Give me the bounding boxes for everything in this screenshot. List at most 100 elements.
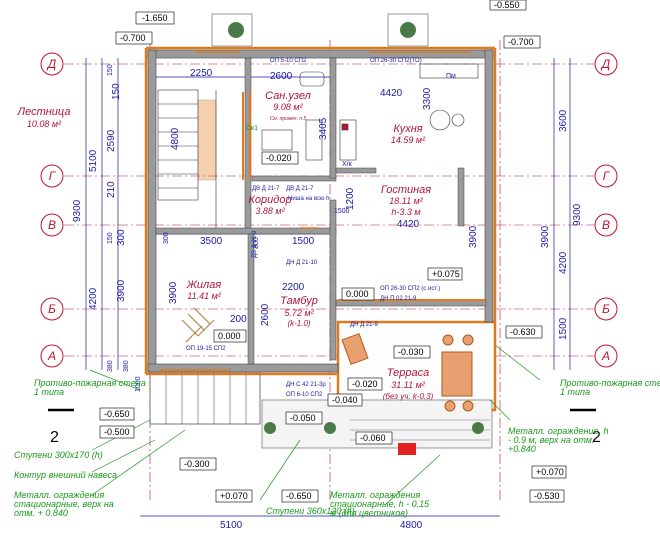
- entry-steps: [149, 371, 261, 425]
- terrace-area: 31.11 м²: [391, 380, 426, 390]
- living-dim: 4420: [397, 219, 420, 230]
- axis-labels: Д Г В Б А Д Г В Б А: [46, 57, 611, 363]
- svg-text:ДН С 42 21-3р: ДН С 42 21-3р: [286, 382, 326, 388]
- svg-text:Х/к: Х/к: [342, 161, 353, 168]
- level-18: +0.070: [220, 491, 248, 501]
- interior-walls: [155, 57, 487, 365]
- level-9: -0.030: [398, 347, 424, 357]
- level-3: -0.700: [508, 37, 534, 47]
- dimension-texts: 2250 2600 4420 3300 3405 4800 1200 3500 …: [72, 68, 583, 531]
- vestibule-area: 5.72 м²: [284, 308, 314, 318]
- svg-text:380: 380: [123, 360, 130, 372]
- level-13: -0.650: [104, 409, 130, 419]
- exterior-walls: [147, 49, 494, 373]
- wc-name: Сан.узел: [265, 90, 311, 102]
- dim-inner-14: 150: [111, 83, 122, 100]
- svg-text:ДВ Д 21-7: ДВ Д 21-7: [252, 186, 280, 192]
- svg-text:Ниша на всю h: Ниша на всю h: [288, 196, 329, 202]
- dim-inner-12: 2600: [260, 303, 271, 326]
- level-16: -0.300: [184, 459, 210, 469]
- svg-text:1500: 1500: [334, 208, 350, 215]
- dim-inner-3: 3405: [318, 117, 329, 140]
- planter-top-right: [387, 13, 429, 47]
- wc-area: 9.08 м²: [273, 102, 303, 112]
- axis-v-left: В: [48, 218, 56, 232]
- level-17: -0.060: [360, 433, 386, 443]
- level-6: 0.000: [218, 331, 241, 341]
- section-label-right: 2: [592, 429, 601, 446]
- kitchen-fixtures: [339, 63, 479, 161]
- dim-bottom-2: 4800: [400, 520, 423, 531]
- vestibule-note: (k-1.0): [287, 319, 310, 328]
- planter-top-left: [211, 13, 253, 47]
- svg-text:Ступени 360х120 (h): Ступени 360х120 (h): [266, 506, 355, 516]
- dim-inner-6: 3500: [200, 236, 223, 247]
- kitchen-name: Кухня: [393, 123, 422, 135]
- svg-text:ОП 26-30 СП2(ТО): ОП 26-30 СП2(ТО): [370, 58, 422, 64]
- level-7: +0.075: [432, 269, 460, 279]
- svg-text:ДВ Д 21-7: ДВ Д 21-7: [286, 186, 314, 192]
- dim-left-inner-4: 300: [116, 229, 127, 246]
- svg-text:150: 150: [107, 232, 114, 244]
- svg-text:Ступени 300х170 (h): Ступени 300х170 (h): [14, 450, 103, 460]
- dim-right-4: 1500: [558, 317, 569, 340]
- level-12: -0.040: [332, 395, 358, 405]
- axis-a-left: А: [47, 349, 56, 363]
- level-21: -0.530: [534, 491, 560, 501]
- dim-top-1: 2250: [190, 68, 213, 79]
- axis-g-left: Г: [49, 169, 57, 183]
- dim-top-2: 2600: [270, 71, 293, 82]
- svg-text:ОП 6-10 СП2: ОП 6-10 СП2: [286, 392, 323, 398]
- level-10: 0.000: [346, 289, 369, 299]
- corridor-area: 3.88 м²: [255, 206, 285, 216]
- parquet-pattern: [181, 307, 215, 343]
- living-name: Гостиная: [381, 184, 431, 196]
- staircase: [157, 89, 217, 228]
- wc-fixtures: [261, 71, 325, 161]
- svg-text:300: 300: [163, 232, 170, 244]
- dim-left-inner-2: 210: [106, 181, 117, 198]
- dim-inner-2: 3300: [422, 87, 433, 110]
- axis-b-right: Б: [602, 302, 610, 316]
- svg-text:ДВ Д 21-9: ДВ Д 21-9: [252, 230, 258, 258]
- wc-note: См. примеч. п.5: [270, 116, 307, 122]
- svg-text:300: 300: [253, 237, 260, 249]
- dim-inner-9: 3900: [468, 225, 479, 248]
- level-5: -0.020: [266, 153, 292, 163]
- svg-text:150: 150: [107, 64, 114, 76]
- stair-name: Лестница: [17, 106, 71, 118]
- svg-text:Металл. ограждение, h- 0.9 м,: Металл. ограждение, h- 0.9 м, верх на от…: [508, 426, 608, 454]
- dim-right-inner-1: 3900: [540, 225, 551, 248]
- level-1: -1.650: [142, 13, 168, 23]
- dim-inner-4: 4800: [170, 127, 181, 150]
- dim-left-inner-3: 3900: [116, 279, 127, 302]
- stair-area: 10.08 м²: [27, 119, 62, 129]
- room-labels: Лестница 10.08 м² Сан.узел 9.08 м² См. п…: [17, 90, 434, 401]
- dim-inner-10: 2200: [282, 282, 305, 293]
- living-area: 18.11 м²: [389, 196, 424, 206]
- dim-right-2: 9300: [572, 203, 583, 226]
- dim-right-3: 4200: [558, 251, 569, 274]
- level-8: -0.630: [510, 327, 536, 337]
- svg-text:ОП 5-10 СП2: ОП 5-10 СП2: [270, 58, 307, 64]
- svg-text:ОП 26-30 СП2 (с ист.): ОП 26-30 СП2 (с ист.): [380, 286, 440, 292]
- axis-d-right: Д: [600, 57, 611, 71]
- dim-inner-11: 200: [230, 314, 247, 325]
- level-4: -0.550: [494, 0, 520, 10]
- dim-inner-7: 1500: [292, 236, 315, 247]
- bedroom-area: 11.41 м²: [187, 291, 222, 301]
- axis-d-left: Д: [46, 57, 57, 71]
- svg-text:Ск1: Ск1: [246, 125, 258, 132]
- svg-text:ДН Д 21-10: ДН Д 21-10: [286, 260, 318, 266]
- dim-inner-5: 1200: [345, 187, 356, 210]
- bedroom-name: Жилая: [186, 279, 222, 291]
- level-15: -0.050: [290, 413, 316, 423]
- section-label-left: 2: [50, 429, 59, 446]
- level-2: -0.700: [120, 33, 146, 43]
- svg-text:ОП 19-15 СП2: ОП 19-15 СП2: [186, 346, 226, 352]
- terrace-furniture: [341, 333, 474, 412]
- small-dims: 150 380 150 1500 300 1000 300 380: [107, 64, 350, 392]
- svg-text:1000: 1000: [135, 376, 142, 392]
